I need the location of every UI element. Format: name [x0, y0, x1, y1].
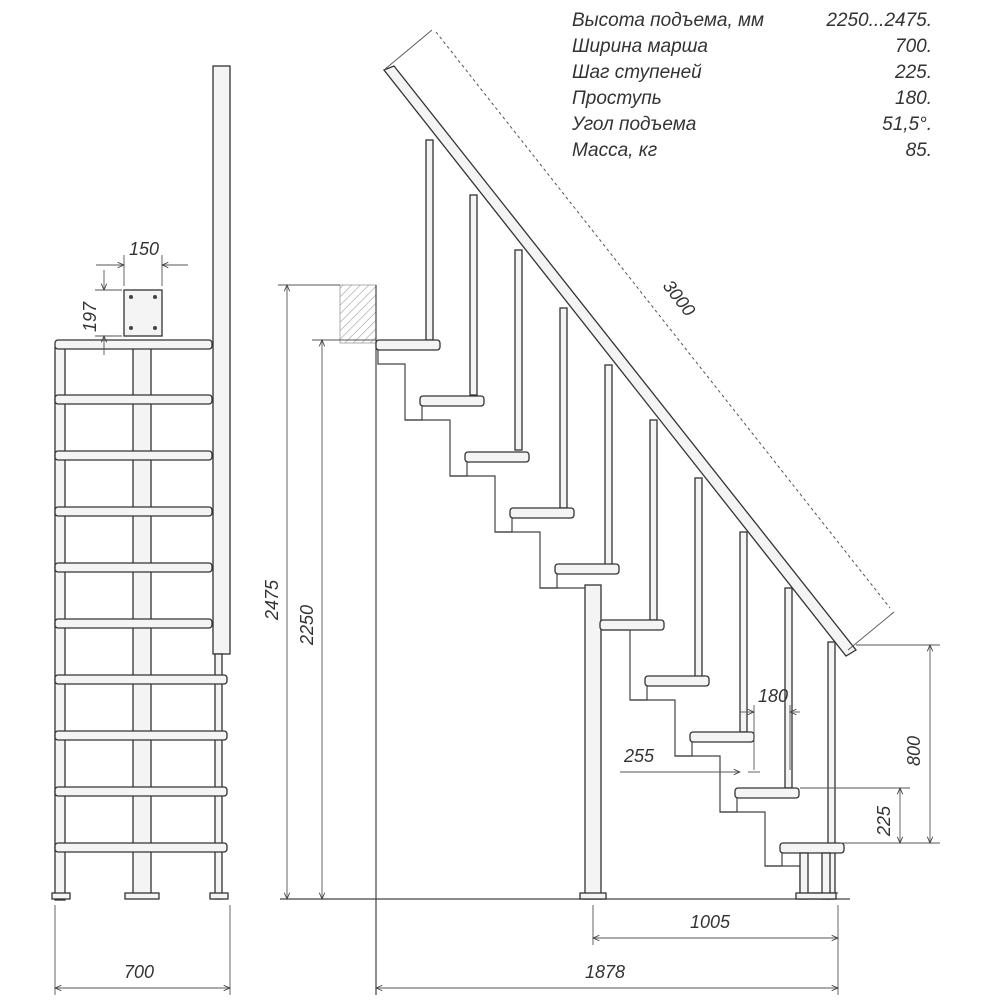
support-column	[584, 584, 602, 900]
front-handrail-post	[214, 653, 223, 900]
side-handrail	[382, 65, 857, 657]
spec-row: Угол подъема 51,5°.	[572, 112, 932, 138]
spec-label: Шаг ступеней	[572, 62, 702, 83]
balusters	[425, 139, 836, 900]
spec-label: Масса, кг	[572, 140, 658, 161]
spec-label: Ширина марша	[572, 36, 708, 57]
stringer-modules	[377, 350, 838, 900]
spec-value: 85.	[905, 140, 932, 161]
upper-floor-slab	[339, 284, 377, 344]
dim-2475: 2475	[262, 579, 282, 621]
dim-150: 150	[129, 239, 159, 259]
spec-value: 700.	[895, 36, 932, 57]
side-view: 3000 2475 2250 180 255 800 225 1005	[262, 29, 940, 995]
dim-3000: 3000	[659, 276, 699, 320]
spec-table: Высота подъема, мм 2250...2475. Ширина м…	[572, 8, 932, 164]
dim-225: 225	[874, 805, 894, 837]
spec-row: Ширина марша 700.	[572, 34, 932, 60]
dim-700: 700	[124, 962, 154, 982]
spec-value: 51,5°.	[882, 114, 932, 135]
spec-value: 2250...2475.	[826, 10, 932, 31]
dim-197: 197	[80, 301, 100, 332]
dim-180: 180	[758, 686, 788, 706]
spec-row: Шаг ступеней 225.	[572, 60, 932, 86]
spec-label: Высота подъема, мм	[572, 10, 765, 31]
spec-label: Проступь	[572, 88, 662, 109]
spec-row: Проступь 180.	[572, 86, 932, 112]
spec-value: 180.	[895, 88, 932, 109]
spec-value: 225.	[895, 62, 932, 83]
dim-800: 800	[904, 736, 924, 766]
spec-row: Высота подъема, мм 2250...2475.	[572, 8, 932, 34]
front-view: 150 197 700	[51, 65, 231, 995]
dim-255: 255	[623, 746, 655, 766]
dim-1878: 1878	[585, 962, 625, 982]
spec-label: Угол подъема	[572, 114, 697, 135]
spec-row: Масса, кг 85.	[572, 138, 932, 164]
dim-1005: 1005	[690, 912, 731, 932]
side-treads	[375, 339, 845, 854]
front-handrail	[212, 65, 231, 655]
dim-2250: 2250	[297, 605, 317, 646]
front-treads	[54, 339, 228, 853]
